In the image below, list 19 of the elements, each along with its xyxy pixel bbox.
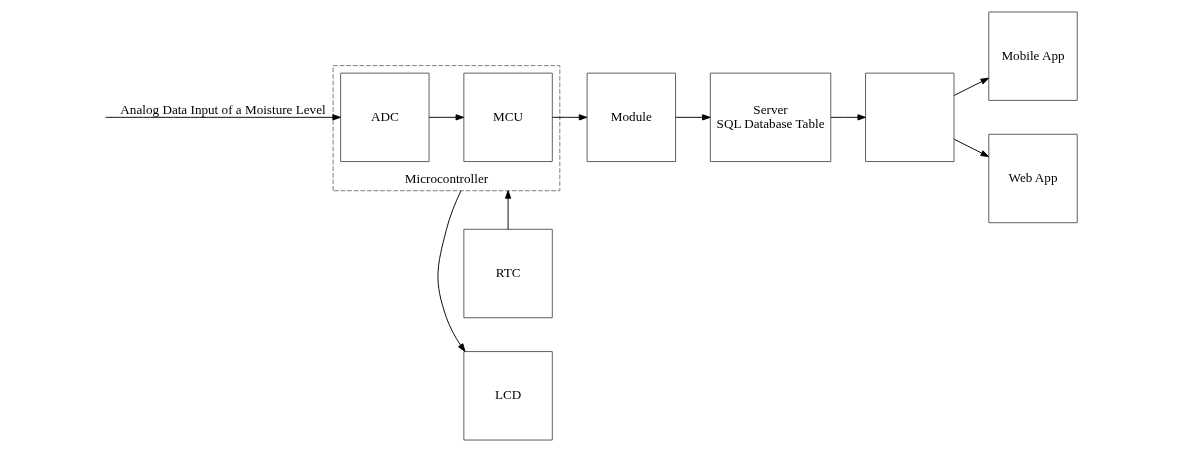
- arrow: [105, 114, 341, 121]
- node-box: LCD: [463, 351, 553, 441]
- node-box: Server SQL Database Table: [709, 72, 832, 163]
- node-box: RTC: [463, 228, 553, 319]
- arrow: [552, 114, 588, 121]
- arrow: [504, 190, 512, 230]
- node-box: Web App: [988, 133, 1078, 224]
- arrow: [428, 114, 465, 121]
- node-box: Module: [586, 72, 676, 163]
- arrow: [830, 114, 866, 121]
- node-box: ADC: [340, 72, 430, 163]
- arrow: [953, 138, 989, 157]
- node-box: Mobile App: [988, 11, 1078, 101]
- arrow: [953, 77, 989, 96]
- arrow: [437, 190, 466, 352]
- arrow: [675, 114, 711, 121]
- node-box: [865, 72, 955, 163]
- edge-label: Analog Data Input of a Moisture Level: [120, 101, 326, 117]
- node-box: MCU: [463, 72, 553, 163]
